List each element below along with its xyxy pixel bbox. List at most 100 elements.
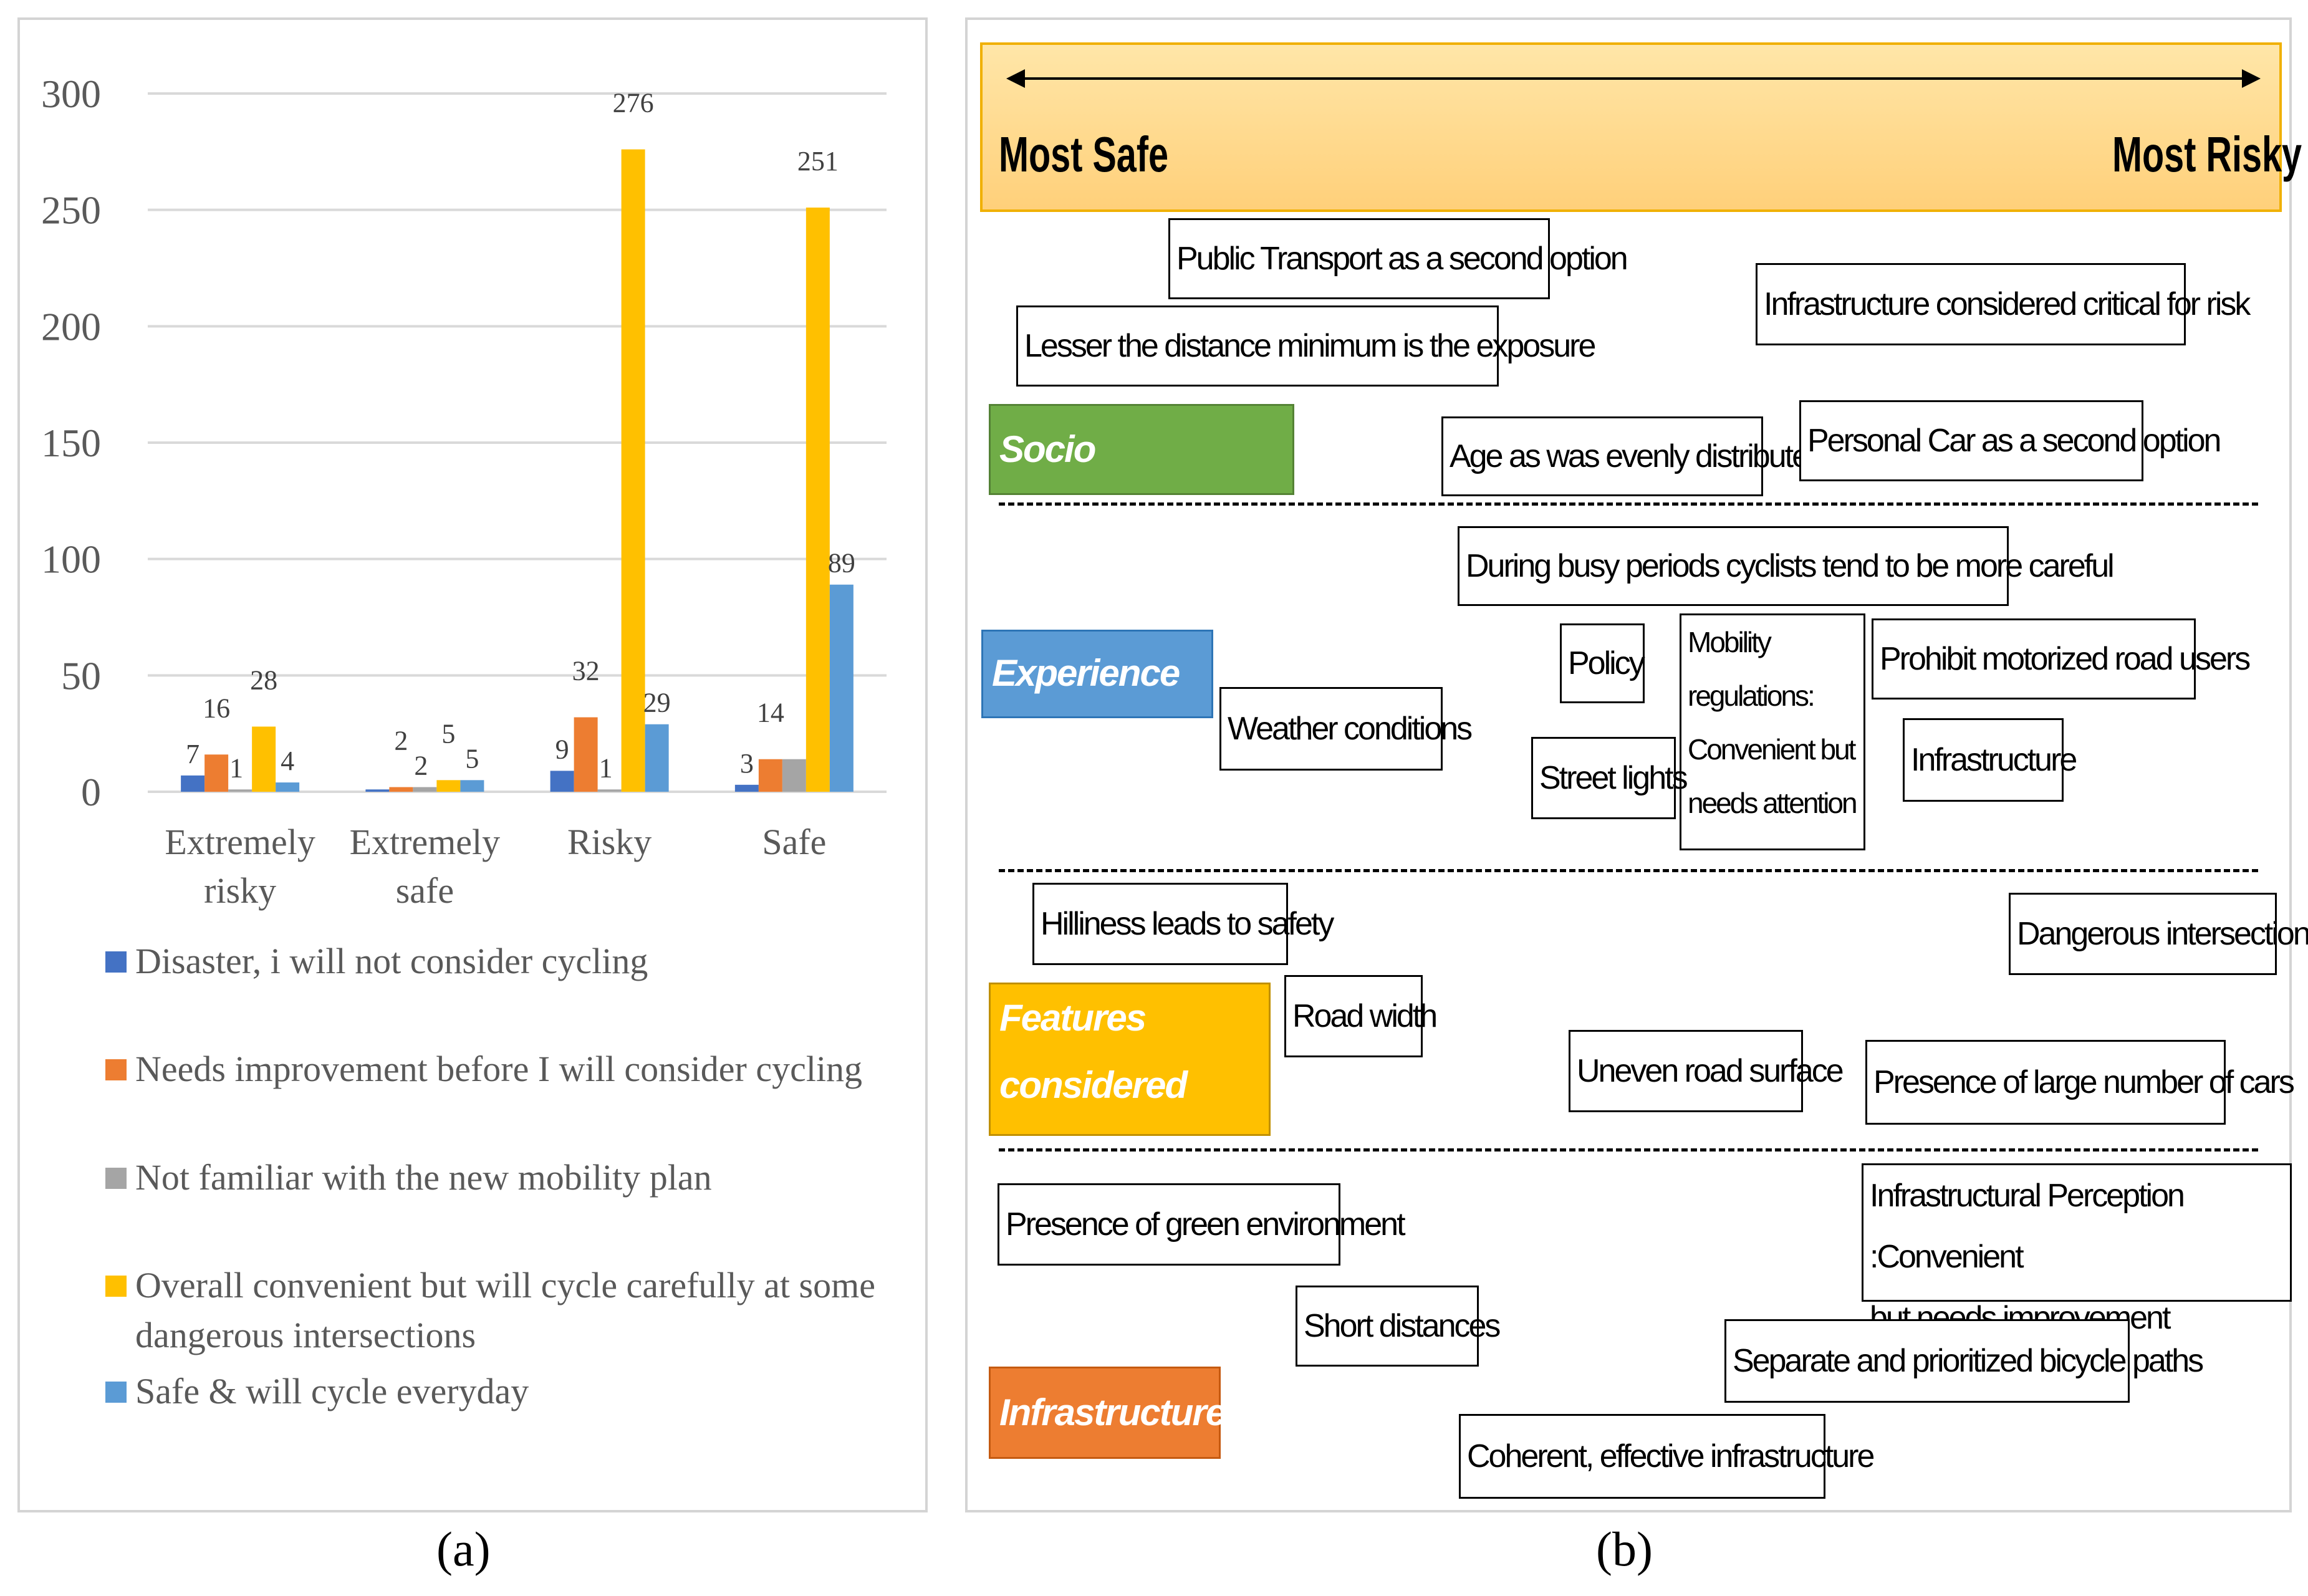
legend-item-needs-improvement: Needs improvement before I will consider… xyxy=(105,1044,921,1094)
category-socio-demographics: Socio demographics xyxy=(989,404,1294,557)
section-divider xyxy=(999,502,2258,506)
item-public-transport: Public Transport as a second option xyxy=(1168,218,1628,299)
most-risky-label: Most Risky xyxy=(2112,127,2302,182)
data-label: 3 xyxy=(740,748,754,779)
y-tick-label: 300 xyxy=(41,72,101,116)
data-label: 14 xyxy=(757,698,784,728)
category-experience: Experience xyxy=(981,630,1213,718)
x-tick-label: Extremely xyxy=(165,822,315,862)
bar xyxy=(460,780,484,792)
category-infrastructure: Infrastructure xyxy=(989,1367,1226,1459)
bar xyxy=(645,724,669,792)
data-label: 2 xyxy=(414,751,428,781)
x-tick-label: Safe xyxy=(762,822,826,862)
bar xyxy=(228,789,252,792)
item-infrastructure-critical: Infrastructure considered critical for r… xyxy=(1756,263,2251,345)
item-policy: Policy xyxy=(1560,623,1645,703)
double-arrow-icon xyxy=(1006,69,2261,88)
item-mobility-regulations: Mobility regulations: Convenient but nee… xyxy=(1680,613,1865,850)
data-label: 251 xyxy=(797,146,839,176)
panel-label-a: (a) xyxy=(436,1522,491,1576)
item-hilliness: Hilliness leads to safety xyxy=(1032,883,1334,965)
most-safe-label: Most Safe xyxy=(999,127,1169,182)
item-green-environment: Presence of green environment xyxy=(998,1183,1406,1266)
legend-item-safe: Safe & will cycle everyday xyxy=(105,1367,921,1416)
section-divider xyxy=(999,1148,2258,1151)
bar xyxy=(276,782,300,792)
y-tick-label: 0 xyxy=(81,770,101,814)
bar xyxy=(181,775,205,792)
legend-item-disaster: Disaster, i will not consider cycling xyxy=(105,936,921,986)
data-label: 276 xyxy=(613,88,654,118)
bar xyxy=(758,759,782,792)
legend-swatch-needs-improvement xyxy=(105,1059,127,1080)
x-tick-label: Risky xyxy=(567,822,652,862)
data-label: 89 xyxy=(828,548,855,579)
data-label: 16 xyxy=(203,693,230,723)
panel-label-b: (b) xyxy=(1596,1522,1653,1576)
category-features-safety: Features considered critical for Safety xyxy=(989,983,1271,1241)
data-label: 7 xyxy=(186,739,200,769)
bar xyxy=(252,726,276,792)
item-lesser-distance: Lesser the distance minimum is the expos… xyxy=(1016,305,1596,387)
bar xyxy=(389,787,413,792)
legend-label: Not familiar with the new mobility plan xyxy=(135,1157,712,1198)
data-label: 9 xyxy=(555,734,569,764)
data-label: 5 xyxy=(441,718,455,749)
section-divider xyxy=(999,869,2258,872)
y-tick-label: 250 xyxy=(41,188,101,233)
bar xyxy=(597,789,622,792)
item-infrastructure: Infrastructure xyxy=(1903,718,2077,802)
item-age: Age as was evenly distributed xyxy=(1441,416,1826,496)
item-short-distances: Short distances xyxy=(1296,1286,1501,1367)
x-tick-label: risky xyxy=(204,870,276,911)
item-prohibit-motorized: Prohibit motorized road users xyxy=(1872,618,2251,699)
legend-item-overall-convenient: Overall convenient but will cycle carefu… xyxy=(105,1261,921,1360)
data-label: 28 xyxy=(250,665,277,695)
item-dangerous-intersections: Dangerous intersections xyxy=(2009,893,2308,975)
y-tick-label: 150 xyxy=(41,421,101,465)
legend-label: Safe & will cycle everyday xyxy=(135,1371,529,1411)
data-label: 2 xyxy=(394,726,408,756)
item-street-lights: Street lights xyxy=(1531,737,1688,819)
perception-diagram: Most Safe Most Risky Socio demographics … xyxy=(965,17,2308,1512)
bar xyxy=(621,149,645,792)
item-personal-car: Personal Car as a second option xyxy=(1799,400,2221,481)
bar xyxy=(204,754,229,792)
y-tick-label: 200 xyxy=(41,304,101,349)
item-infrastructural-perception: Infrastructural Perception :Convenient b… xyxy=(1862,1163,2292,1336)
data-label: 1 xyxy=(229,752,243,783)
bar xyxy=(782,759,806,792)
legend-swatch-overall-convenient xyxy=(105,1276,127,1297)
bar xyxy=(734,784,759,792)
bar xyxy=(550,771,574,792)
y-tick-label: 50 xyxy=(61,653,101,698)
bar xyxy=(574,717,598,792)
legend-swatch-not-familiar xyxy=(105,1168,127,1189)
bar xyxy=(829,584,853,792)
x-tick-label: Extremely xyxy=(350,822,501,862)
bar xyxy=(436,780,461,792)
data-label: 4 xyxy=(281,746,294,776)
data-label: 32 xyxy=(572,656,600,686)
y-tick-label: 100 xyxy=(41,537,101,582)
item-large-number-cars: Presence of large number of cars xyxy=(1865,1040,2295,1125)
safety-scale-band: Most Safe Most Risky xyxy=(980,42,2302,212)
legend-label: Needs improvement before I will consider… xyxy=(135,1049,863,1089)
legend-item-not-familiar: Not familiar with the new mobility plan xyxy=(105,1153,921,1203)
legend-label: Disaster, i will not consider cycling xyxy=(135,941,648,981)
data-label: 29 xyxy=(643,688,671,718)
item-road-width: Road width xyxy=(1284,975,1438,1057)
item-uneven-surface: Uneven road surface xyxy=(1569,1030,1844,1112)
bar xyxy=(413,787,437,792)
item-separate-bicycle-paths: Separate and prioritized bicycle paths xyxy=(1724,1319,2204,1403)
bar xyxy=(805,207,830,792)
data-label: 1 xyxy=(599,752,613,783)
legend-swatch-disaster xyxy=(105,951,127,973)
x-tick-label: safe xyxy=(396,870,454,911)
legend-swatch-safe xyxy=(105,1382,127,1403)
legend-label: Overall convenient but will cycle carefu… xyxy=(135,1265,875,1355)
data-label: 5 xyxy=(465,743,479,774)
